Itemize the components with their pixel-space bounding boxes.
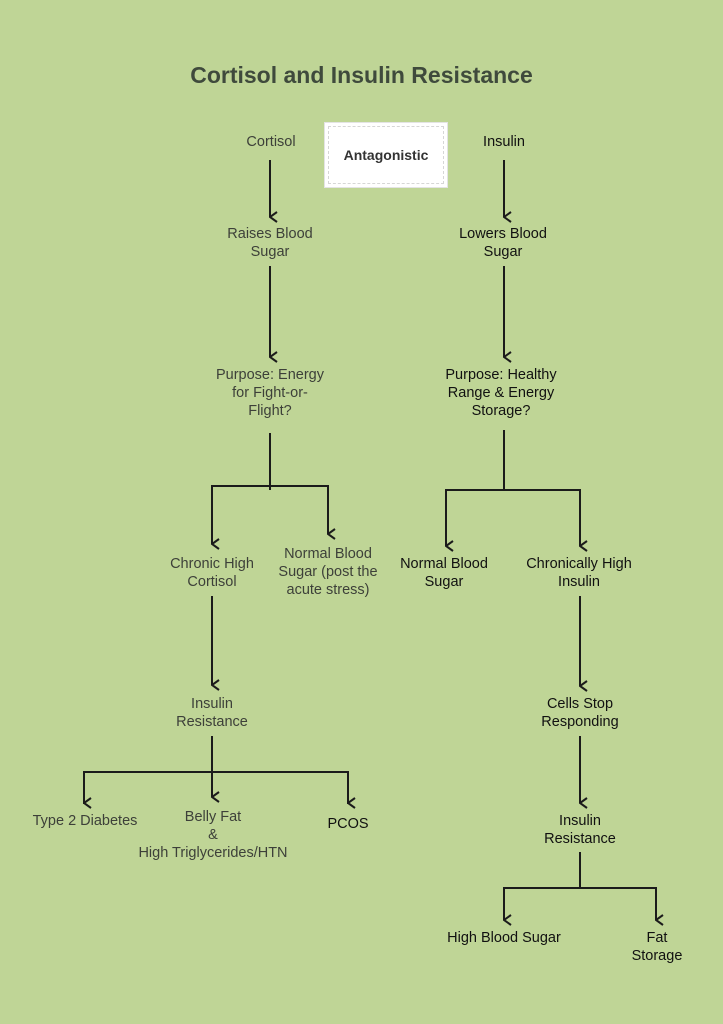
- node-normal-blood-sugar: Normal Blood Sugar: [400, 556, 488, 590]
- node-fat-storage: Fat Storage: [631, 930, 683, 964]
- diagram-title: Cortisol and Insulin Resistance: [190, 62, 533, 88]
- node-pcos: PCOS: [327, 816, 369, 832]
- node-cortisol: Cortisol: [246, 134, 296, 150]
- node-insulin-resistance-left: Insulin Resistance: [176, 696, 248, 730]
- node-raises-blood-sugar: Raises Blood Sugar: [227, 226, 313, 260]
- connector-split-bar-right: [445, 489, 581, 545]
- node-chronically-high-insulin: Chronically High Insulin: [526, 556, 632, 590]
- connector-outcomes-bar-right: [503, 887, 657, 920]
- node-purpose-healthy-range: Purpose: Healthy Range & Energy Storage?: [445, 367, 557, 419]
- connector-split-bar: [211, 485, 329, 533]
- node-chronic-high-cortisol: Chronic High Cortisol: [170, 556, 254, 590]
- antagonistic-badge: Antagonistic: [328, 126, 444, 184]
- node-insulin: Insulin: [483, 134, 525, 150]
- connector-outcomes-bar: [83, 771, 349, 804]
- node-purpose-fight-or-flight: Purpose: Energy for Fight-or- Flight?: [215, 367, 325, 419]
- node-type-2-diabetes: Type 2 Diabetes: [32, 813, 138, 829]
- node-normal-blood-sugar-post-stress: Normal Blood Sugar (post the acute stres…: [278, 546, 378, 598]
- node-lowers-blood-sugar: Lowers Blood Sugar: [459, 226, 547, 260]
- node-cells-stop-responding: Cells Stop Responding: [541, 696, 619, 730]
- antagonistic-label: Antagonistic: [343, 147, 429, 163]
- node-belly-fat-triglycerides: Belly Fat & High Triglycerides/HTN: [138, 809, 288, 861]
- node-insulin-resistance-right: Insulin Resistance: [544, 813, 616, 847]
- node-high-blood-sugar: High Blood Sugar: [447, 930, 561, 946]
